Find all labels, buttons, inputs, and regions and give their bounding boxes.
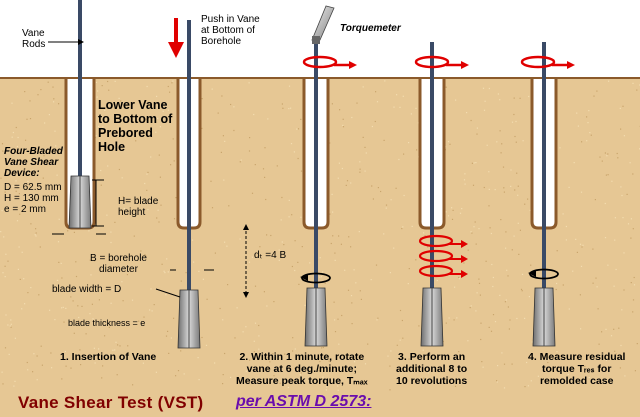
rotation-arrow-surface-5 (520, 55, 575, 69)
blade-thickness-label: blade thickness = e (68, 318, 146, 328)
rotation-arrow-blade-3 (300, 272, 331, 284)
rotation-arrow-surface-4 (414, 55, 469, 69)
depth-label: dₜ =4 B (254, 250, 287, 261)
leader-lines (48, 39, 249, 298)
push-in-arrow (168, 18, 184, 58)
vane-blade-1 (68, 175, 92, 229)
torquemeter-label: Torquemeter (340, 23, 401, 34)
vane-blade-2 (177, 289, 201, 349)
rotation-arrow-blade-5 (528, 268, 559, 280)
blade-width-label: blade width = D (52, 284, 122, 295)
revolution-arrows (418, 234, 468, 278)
soil-texture (0, 80, 640, 391)
title-standard: per ASTM D 2573: (236, 393, 372, 410)
torquemeter-device (311, 5, 335, 44)
title-main: Vane Shear Test (VST) (18, 393, 204, 412)
vane-blade-5 (532, 287, 556, 347)
vane-blade-4 (420, 287, 444, 347)
rotation-arrow-surface-3 (302, 55, 357, 69)
step-1-label: 1. Insertion of Vane (60, 351, 157, 363)
vane-blade-3 (304, 287, 328, 347)
